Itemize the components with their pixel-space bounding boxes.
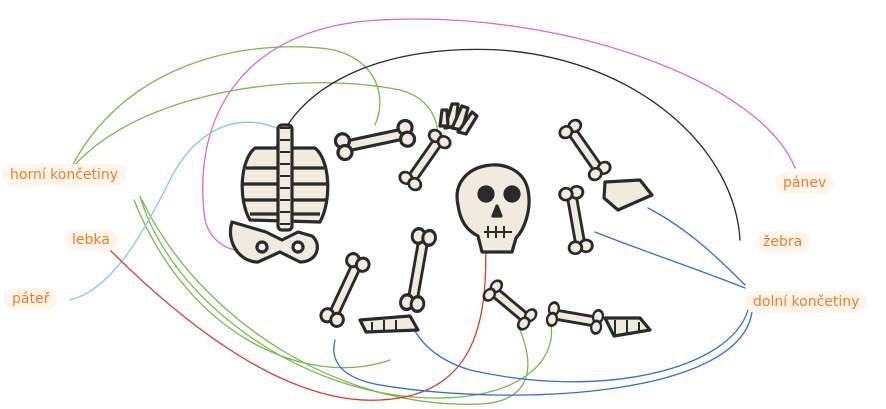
label-lebka: lebka: [64, 229, 118, 251]
line-green-1: [70, 47, 380, 170]
hand-lower-right-bone: [546, 302, 650, 336]
bone-right-middle: [559, 185, 594, 254]
skull-bone: [457, 165, 529, 252]
label-dolni-koncetiny: dolní končetiny: [745, 291, 867, 313]
line-blue-2: [595, 232, 745, 288]
label-zebra: žebra: [755, 231, 810, 253]
label-horni-koncetiny: horní končetiny: [2, 164, 126, 186]
bone-lower-left-2: [399, 228, 436, 313]
pelvis-bone: [230, 222, 317, 262]
bone-right-top: [558, 118, 613, 183]
foot-right-top-bone: [604, 180, 652, 210]
label-pater: páteř: [4, 288, 57, 310]
line-blue-1: [648, 208, 745, 285]
connection-lines: [70, 19, 795, 404]
bones: [230, 104, 652, 336]
bone-lower-right-1: [482, 278, 539, 331]
ribcage-bone: [242, 125, 328, 230]
label-panev: pánev: [775, 172, 834, 194]
bone-lower-left-1: [319, 251, 372, 328]
foot-lower-left-bone: [360, 316, 418, 332]
